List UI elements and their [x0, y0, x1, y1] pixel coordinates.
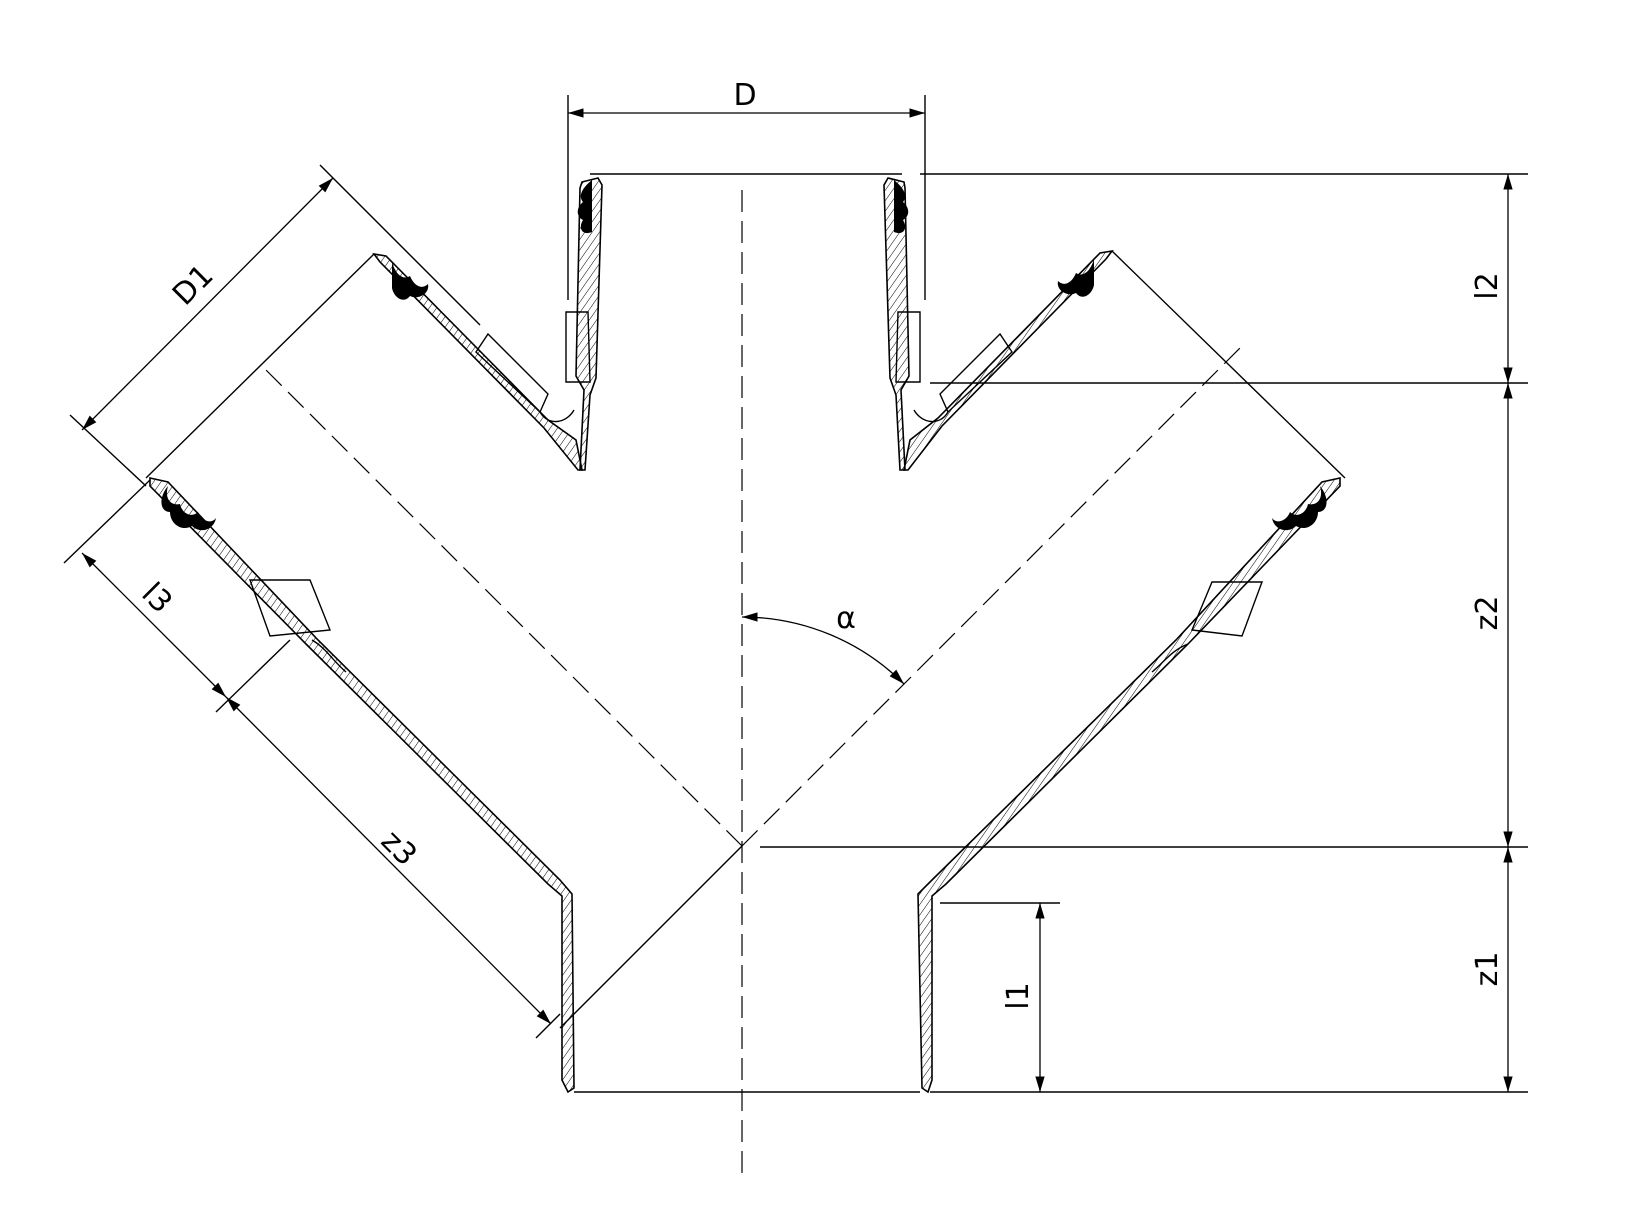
- dimension-d: [567, 95, 926, 300]
- upper-right-socket: [903, 249, 1346, 479]
- label-z1: z1: [1470, 952, 1505, 987]
- label-l3: l3: [135, 576, 179, 620]
- label-alpha: α: [836, 601, 856, 636]
- label-d1: D1: [166, 258, 221, 313]
- label-z3: z3: [374, 824, 423, 873]
- left-branch-body: [149, 477, 575, 1094]
- dimension-l1: [940, 902, 1060, 1092]
- dimension-l3-z3: [63, 479, 561, 1039]
- dimension-z1: [930, 847, 1528, 1093]
- right-branch-body: [917, 477, 1341, 1094]
- left-branch-projection-line: [559, 845, 743, 1029]
- top-socket: [565, 173, 921, 471]
- label-d: D: [733, 78, 756, 113]
- left-branch-axis: [261, 365, 743, 847]
- label-l1: l1: [1001, 982, 1036, 1009]
- label-l2: l2: [1470, 272, 1505, 299]
- angle-alpha-dimension: [741, 612, 905, 685]
- dimension-l2: [920, 173, 1528, 384]
- dimension-z2: [760, 383, 1528, 848]
- right-branch-axis: [741, 344, 1244, 847]
- label-z2: z2: [1470, 596, 1505, 631]
- dimension-d1: [69, 164, 481, 487]
- upper-left-socket: [145, 252, 583, 479]
